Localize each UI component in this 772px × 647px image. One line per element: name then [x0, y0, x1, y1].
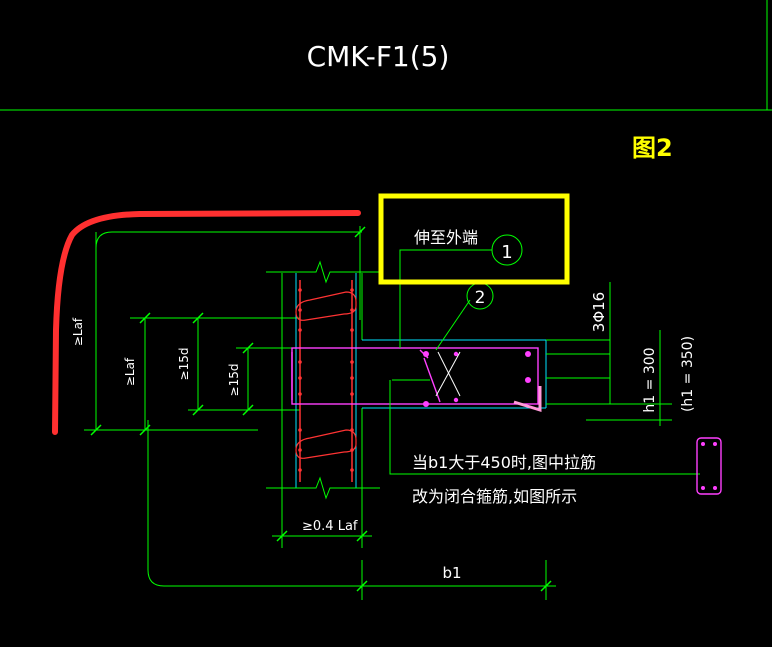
label-laf-inner: ≥Laf	[123, 357, 137, 386]
label-15d-b: ≥15d	[227, 364, 241, 397]
note-line-1: 当b1大于450时,图中拉筋	[412, 453, 596, 472]
lap-dimension	[272, 488, 372, 548]
highlight-box	[378, 193, 570, 285]
label-extend-to-end: 伸至外端	[414, 228, 478, 247]
slab-section	[291, 339, 547, 413]
b1-dimension	[147, 420, 556, 600]
label-laf-outer: ≥Laf	[71, 317, 85, 346]
wall-section	[266, 260, 380, 500]
note-line-2: 改为闭合箍筋,如图所示	[412, 487, 577, 506]
callout-number-1: 1	[501, 242, 512, 263]
closed-stirrup-detail	[696, 437, 722, 495]
label-lap-04: ≥0.4 Laf	[302, 519, 358, 534]
leaders	[389, 249, 700, 475]
outer-bent-bar	[95, 231, 362, 430]
label-rebar-spec: 3Φ16	[590, 292, 608, 332]
label-h1-alt: (h1 = 350)	[680, 336, 696, 412]
label-b1: b1	[442, 564, 461, 582]
label-h1: h1 = 300	[642, 347, 658, 412]
callout-circle-1	[491, 234, 523, 266]
drawing-title: CMK-F1(5)	[307, 40, 450, 73]
figure-label: 图2	[632, 134, 673, 162]
callout-number-2: 2	[475, 288, 486, 308]
label-15d-a: ≥15d	[177, 348, 191, 381]
red-markup-stroke	[52, 210, 361, 435]
